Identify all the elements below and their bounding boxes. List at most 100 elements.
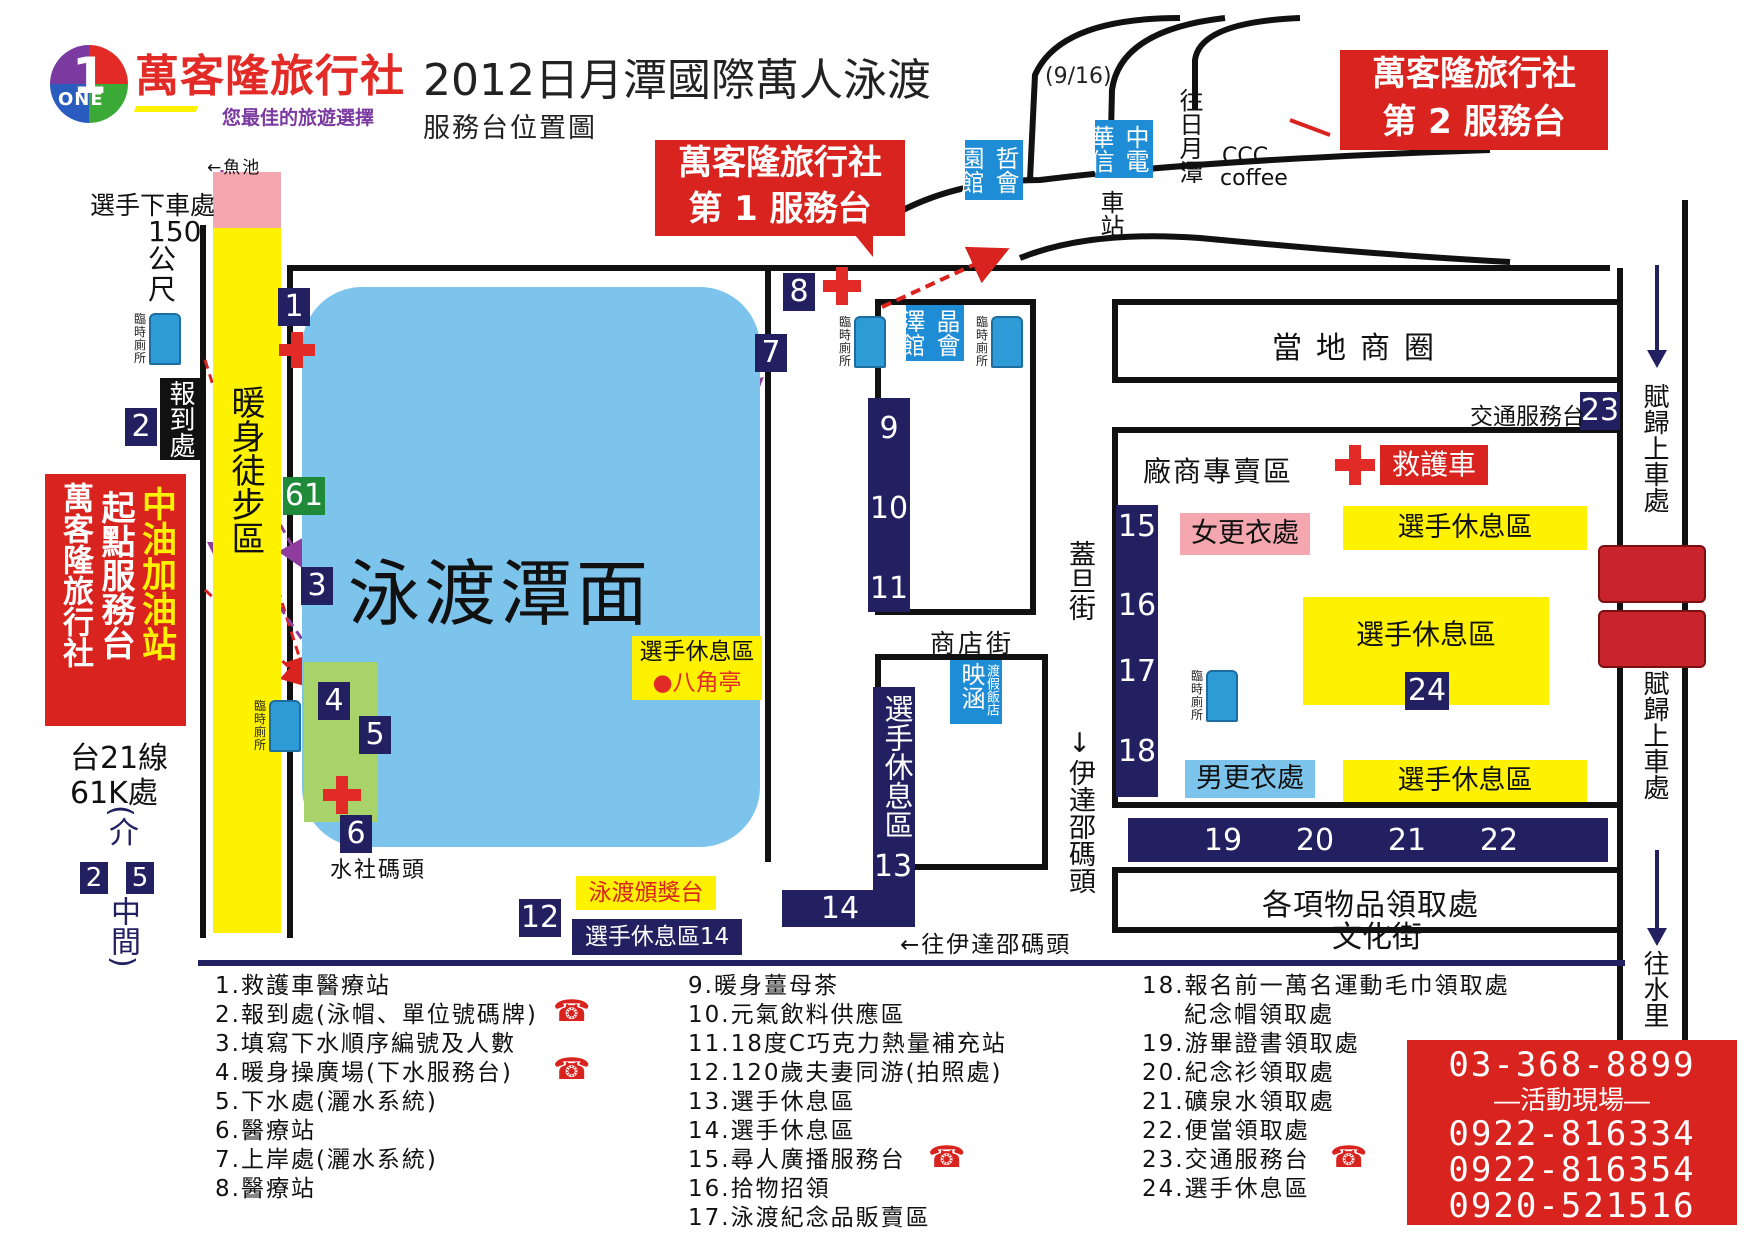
legend-col-3: 18.報名前一萬名運動毛巾領取處 紀念帽領取處 19.游畢證書領取處 20.紀念…	[1142, 972, 1510, 1204]
phone-icon: ☎	[1330, 1140, 1368, 1175]
slogan: 您最佳的旅遊選擇	[222, 107, 375, 129]
marker-5: 5	[359, 716, 391, 754]
shuishe-pier-label: 水社碼頭	[330, 858, 427, 883]
culture-street-label: 文化街	[1332, 920, 1422, 955]
legend-item: 7.上岸處(灑水系統)	[215, 1147, 438, 1173]
contact-phone-4: 0920-521516	[1448, 1186, 1696, 1226]
zhehui-hotel: 哲會園館	[956, 140, 1023, 200]
between-marker-a: 2	[80, 862, 108, 894]
toilet-lake: 臨時廁所	[253, 700, 301, 752]
legend-item: 6.醫療站	[215, 1118, 316, 1144]
toilet-icon	[991, 316, 1023, 368]
bus-icon	[1598, 545, 1706, 603]
highway-km-label: 61K處	[70, 776, 158, 811]
between-close: 中間)	[105, 896, 140, 968]
legend-item: 13.選手休息區	[688, 1089, 856, 1115]
fish-pond-label: ←魚池	[207, 158, 262, 178]
yinhan-name: 映涵	[957, 662, 985, 710]
rest-area-a-label: 選手休息區	[1343, 506, 1587, 550]
toilet-icon	[149, 313, 181, 365]
logo: 1 ONE	[50, 45, 128, 123]
legend-item: 5.下水處(灑水系統)	[215, 1089, 438, 1115]
desk-1-brand: 萬客隆旅行社	[678, 143, 882, 183]
marker-4: 4	[318, 682, 350, 720]
title-date: (9/16)	[1045, 64, 1112, 89]
contact-label: —活動現場—	[1493, 1085, 1650, 1115]
contact-phone-1: 03-368-8899	[1448, 1045, 1696, 1085]
desk-1-label: 第 1 服務台	[688, 189, 872, 229]
marker-7: 7	[755, 334, 787, 372]
bus-return-label-2: 賦歸上車處	[1639, 670, 1669, 800]
marker-21: 21	[1387, 823, 1427, 858]
legend-item: 4.暖身操廣場(下水服務台)	[215, 1060, 513, 1086]
desk-1-callout: 萬客隆旅行社 第 1 服務台	[655, 140, 905, 236]
jinghui-hotel: 晶會澤館	[897, 305, 964, 361]
legend-item: 16.拾物招領	[688, 1176, 831, 1202]
phone-icon: ☎	[553, 994, 591, 1029]
toilet-icon	[854, 316, 886, 368]
phone-icon: ☎	[928, 1140, 966, 1175]
brand-name: 萬客隆旅行社	[135, 51, 405, 102]
desk-1-pointer	[855, 235, 873, 257]
local-shops-label: 當地商圈	[1272, 331, 1448, 366]
yinhan-hotel: 映涵 渡假飯店	[950, 660, 1002, 724]
marker-15: 15	[1117, 509, 1157, 544]
toilet-label: 臨時廁所	[975, 315, 988, 368]
marker-10: 10	[869, 491, 909, 526]
cht-label: 中電華信	[1086, 125, 1149, 173]
medical-cross-icon	[823, 267, 861, 305]
logo-text: ONE	[58, 89, 104, 110]
station-label: 車站	[1096, 190, 1124, 238]
toilet-icon	[1206, 670, 1238, 722]
warmup-zone	[213, 228, 281, 933]
start-desk-callout: 萬客隆旅行社 起點服務台 中油加油站	[45, 474, 186, 726]
between-open: (介	[103, 805, 138, 847]
toilet-north-1: 臨時廁所	[838, 316, 886, 368]
toilet-label: 臨時廁所	[253, 699, 266, 752]
logo-number: 1	[72, 47, 107, 105]
items-pickup-label: 各項物品領取處	[1262, 888, 1479, 923]
yinhan-type: 渡假飯店	[984, 664, 999, 716]
legend-item: 紀念帽領取處	[1184, 1002, 1334, 1028]
bus-return-label-1: 賦歸上車處	[1639, 383, 1669, 513]
legend-item: 8.醫療站	[215, 1176, 316, 1202]
to-yidashao-label: ←往伊達邵碼頭	[900, 932, 1072, 958]
registration-label: 報到處	[160, 378, 201, 460]
award-stage-label: 泳渡頒獎台	[576, 876, 716, 910]
gaidan-street-label: 蓋旦街	[1064, 540, 1095, 621]
rest-area-13-label: 選手休息區	[880, 694, 914, 839]
marker-14: 14	[820, 891, 860, 926]
legend-item: 14.選手休息區	[688, 1118, 856, 1144]
page-subtitle: 服務台位置圖	[423, 113, 597, 144]
to-station-label: 往日月潭	[1175, 88, 1203, 184]
legend-item: 10.元氣飲料供應區	[688, 1002, 906, 1028]
legend-item: 18.報名前一萬名運動毛巾領取處	[1142, 973, 1510, 999]
dropoff-unit: 公尺	[148, 243, 177, 306]
yidashao-label: ↓伊達邵碼頭	[1064, 728, 1095, 894]
legend-item: 24.選手休息區	[1142, 1176, 1310, 1202]
between-marker-b: 5	[126, 862, 154, 894]
warmup-label: 暖身徒步區	[225, 385, 265, 555]
legend-item: 2.報到處(泳帽、單位號碼牌)	[215, 1002, 538, 1028]
legend-col-1: 1.救護車醫療站 2.報到處(泳帽、單位號碼牌) 3.填寫下水順序編號及人數 4…	[215, 972, 538, 1204]
marker-18: 18	[1117, 734, 1157, 769]
medical-cross-icon	[279, 332, 315, 368]
fish-pond-zone	[213, 172, 281, 228]
lake-rest-area: 選手休息區 ●八角亭	[632, 636, 762, 700]
marker-13: 13	[873, 849, 913, 884]
marker-22: 22	[1479, 823, 1519, 858]
legend-item: 21.礦泉水領取處	[1142, 1089, 1335, 1115]
dropoff-distance: 150	[148, 215, 202, 248]
toilet-label: 臨時廁所	[1190, 669, 1203, 722]
start-brand: 萬客隆旅行社	[57, 482, 93, 668]
to-shuili-label: 往水里	[1639, 950, 1669, 1028]
marker-23: 23	[1580, 392, 1620, 430]
marker-17: 17	[1117, 654, 1157, 689]
medical-cross-icon	[323, 776, 361, 814]
desk-2-brand: 萬客隆旅行社	[1372, 54, 1576, 94]
toilet-label: 臨時廁所	[133, 312, 146, 365]
contact-phone-3: 0922-816354	[1448, 1150, 1696, 1190]
marker-16: 16	[1117, 588, 1157, 623]
dropoff-label: 選手下車處	[90, 191, 216, 220]
